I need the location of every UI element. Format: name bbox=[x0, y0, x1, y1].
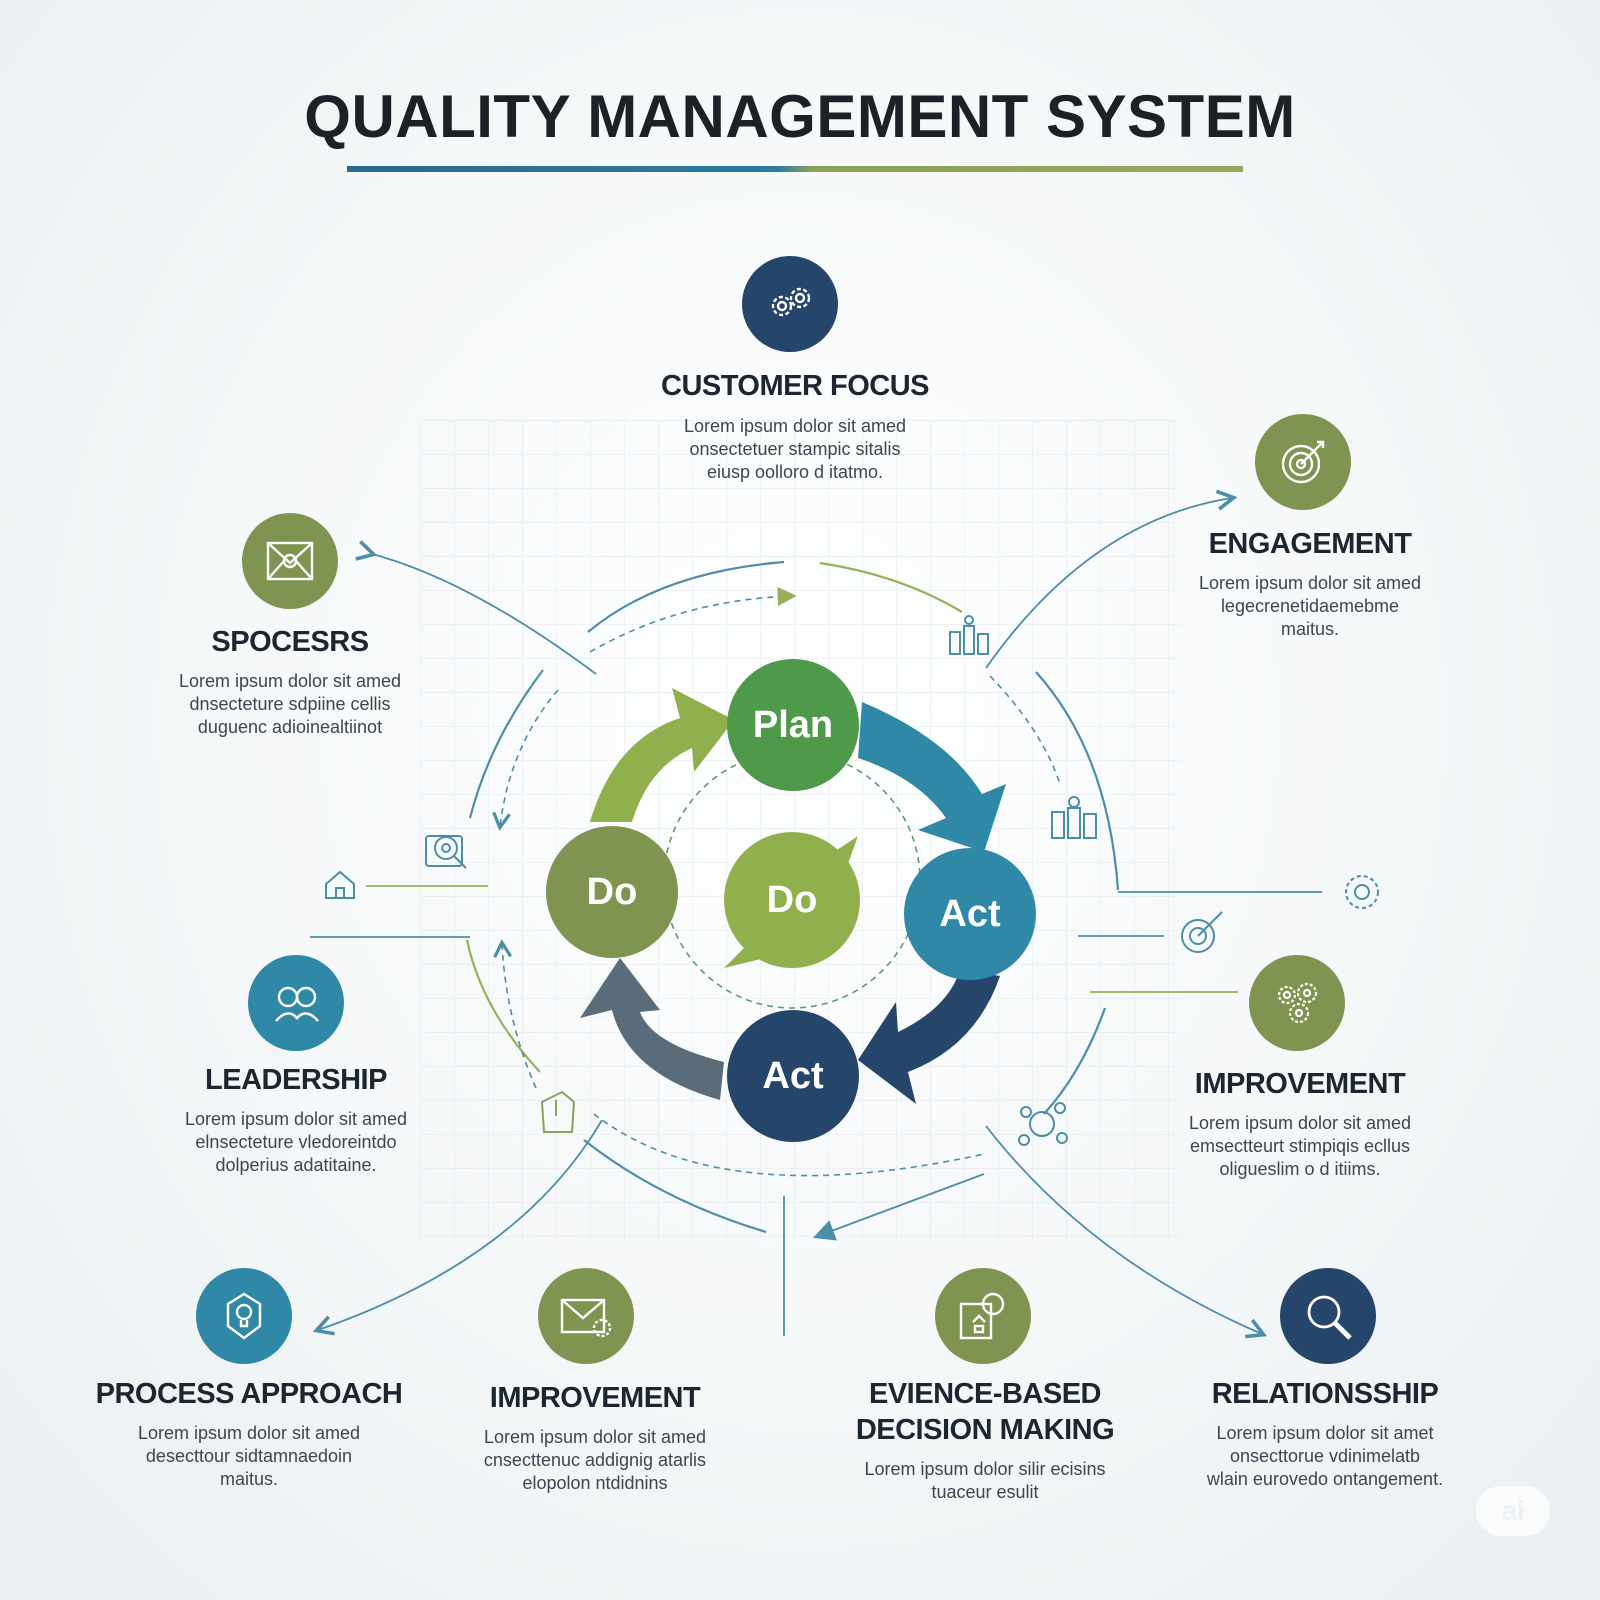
cycle-node-do-center: Do bbox=[724, 832, 860, 968]
chart-icon-small-right bbox=[1051, 796, 1097, 839]
outer-arc-left-upper bbox=[468, 669, 544, 819]
target-icon-small bbox=[1181, 911, 1223, 953]
outer-arc-right-upper bbox=[1035, 671, 1120, 891]
dashed-arc-left bbox=[500, 689, 559, 826]
gear-icon-small bbox=[1345, 875, 1379, 909]
dashed-arc-bottom bbox=[593, 1113, 985, 1177]
leadership-title: LEADERSHIP bbox=[205, 1064, 387, 1096]
search-icon-small-left bbox=[425, 835, 467, 869]
customer-focus-gears-icon bbox=[742, 256, 838, 352]
cycle-node-plan: Plan bbox=[727, 659, 859, 791]
cycle-node-act-right: Act bbox=[904, 848, 1036, 980]
leadership-people-icon bbox=[248, 955, 344, 1051]
outer-arc-top-right bbox=[819, 561, 963, 613]
outer-arc-left-lower bbox=[465, 939, 541, 1073]
process-approach-description: Lorem ipsum dolor sit amed desecttour si… bbox=[137, 1423, 361, 1489]
engagement-description: Lorem ipsum dolor sit amed legecrenetida… bbox=[1198, 573, 1422, 639]
customer-focus-description: Lorem ipsum dolor sit amed onsectetuer s… bbox=[683, 416, 907, 482]
cycle-arrow-do-to-plan bbox=[590, 688, 734, 822]
evidence-based-title-line1: EVIENCE-BASED bbox=[869, 1378, 1102, 1410]
process-approach-lightbulb-head-icon bbox=[196, 1268, 292, 1364]
house-icon-small bbox=[325, 870, 355, 899]
customer-focus-title: CUSTOMER FOCUS bbox=[661, 370, 929, 402]
network-icon-small bbox=[1018, 1102, 1068, 1146]
evidence-based-document-search-icon bbox=[935, 1268, 1031, 1364]
spocesrs-description: Lorem ipsum dolor sit amed dnsecteture s… bbox=[178, 671, 402, 737]
relationship-title: RELATIONSSHIP bbox=[1211, 1378, 1439, 1410]
connector-spocesrs bbox=[372, 554, 597, 675]
cycle-node-do-left: Do bbox=[546, 826, 678, 958]
spocesrs-title: SPOCESRS bbox=[211, 626, 369, 658]
cycle-arrow-act-to-do bbox=[580, 958, 724, 1100]
page-title: QUALITY MANAGEMENT SYSTEM bbox=[304, 83, 1296, 150]
improvement-bottom-description: Lorem ipsum dolor sit amed cnsecttenuc a… bbox=[483, 1427, 707, 1493]
outer-arc-top-left bbox=[587, 560, 785, 633]
evidence-based-title-line2: DECISION MAKING bbox=[855, 1414, 1115, 1446]
process-approach-title: PROCESS APPROACH bbox=[95, 1378, 403, 1410]
cycle-node-act-bottom: Act bbox=[727, 1010, 859, 1142]
ai-watermark-logo: ai bbox=[1476, 1486, 1550, 1536]
dashed-arc-left-lower bbox=[502, 944, 537, 1089]
engagement-target-icon bbox=[1255, 414, 1351, 510]
spocesrs-envelope-icon bbox=[242, 513, 338, 609]
improvement-gears-icon bbox=[1249, 955, 1345, 1051]
improvement-envelope-icon bbox=[538, 1268, 634, 1364]
leadership-description: Lorem ipsum dolor sit amed elnsecteture … bbox=[184, 1109, 408, 1175]
connector-engagement bbox=[985, 498, 1232, 669]
evidence-based-description: Lorem ipsum dolor silir ecisins tuaceur … bbox=[864, 1459, 1106, 1502]
connector-relationship bbox=[985, 1125, 1262, 1334]
improvement-right-description: Lorem ipsum dolor sit amed emsectteurt s… bbox=[1188, 1113, 1412, 1179]
dashed-arc-top bbox=[589, 586, 797, 653]
relationship-description: Lorem ipsum dolor sit amet onsecttorue v… bbox=[1206, 1423, 1444, 1489]
title-underline bbox=[347, 166, 1243, 172]
outer-arc-right-lower bbox=[1043, 1007, 1107, 1115]
connector-bottom-arrow bbox=[812, 1173, 985, 1241]
improvement-right-title: IMPROVEMENT bbox=[1194, 1068, 1406, 1100]
improvement-bottom-title: IMPROVEMENT bbox=[489, 1382, 701, 1414]
connector-process-approach bbox=[318, 1119, 603, 1330]
relationship-magnifier-icon bbox=[1280, 1268, 1376, 1364]
chart-icon-small-top bbox=[949, 615, 989, 655]
flask-icon-small bbox=[540, 1090, 576, 1133]
outer-arc-bottom bbox=[583, 1139, 767, 1234]
engagement-title: ENGAGEMENT bbox=[1208, 528, 1412, 560]
cycle-arrow-plan-to-act bbox=[858, 702, 1006, 852]
dashed-arc-right bbox=[989, 675, 1061, 785]
cycle-arrow-act-to-act bbox=[858, 970, 1000, 1104]
